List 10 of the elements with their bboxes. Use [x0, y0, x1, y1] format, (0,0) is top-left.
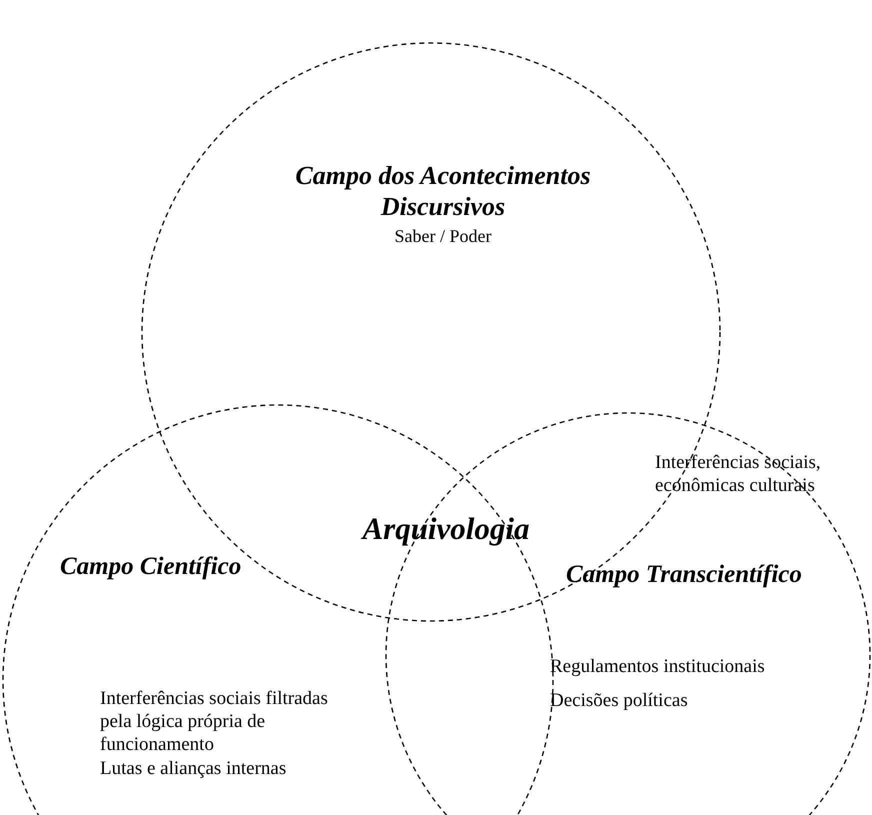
field-description: Interferências sociais, econômicas culturais	[655, 452, 822, 498]
field-description: Regulamentos institucionais	[550, 656, 766, 679]
field-title: Campo dos Acontecimentos Discursivos	[294, 160, 592, 222]
field-title: Campo Científico	[60, 552, 242, 582]
field-description: Interferências sociais filtradas pela lógica própria de funcionamento	[100, 688, 329, 756]
field-description: Lutas e alianças internas	[100, 758, 288, 781]
field-title: Campo Transcientífico	[566, 560, 803, 590]
center-label: Arquivologia	[360, 510, 531, 548]
field-description: Decisões políticas	[550, 690, 689, 713]
field-description: Saber / Poder	[394, 226, 492, 248]
